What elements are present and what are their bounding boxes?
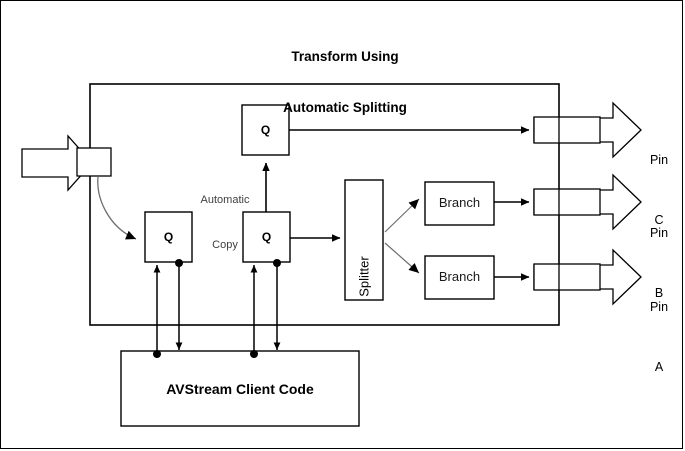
input-to-queue-curve bbox=[97, 176, 137, 240]
splitter-to-branch-lower-arrow bbox=[384, 242, 420, 274]
splitter-to-branch-upper-arrow bbox=[384, 198, 420, 233]
client-to-queue-input-uplink-dot bbox=[153, 350, 161, 358]
queue-split-to-client-downlink-dot bbox=[273, 259, 281, 267]
splitter-box bbox=[344, 179, 384, 301]
avstream-client-box bbox=[120, 350, 360, 427]
output-pin-b-shape bbox=[533, 173, 642, 231]
branch-box-lower bbox=[424, 255, 495, 300]
queue-box-input bbox=[144, 211, 193, 263]
client-to-queue-split-uplink-dot bbox=[250, 350, 258, 358]
queue-input-to-client-downlink-dot bbox=[175, 259, 183, 267]
queue-box-split bbox=[242, 211, 291, 263]
output-pin-c-shape bbox=[533, 101, 642, 159]
input-pin-box bbox=[76, 147, 112, 177]
queue-box-copy bbox=[241, 104, 290, 156]
branch-box-upper bbox=[424, 181, 495, 226]
output-pin-a-shape bbox=[533, 248, 642, 306]
